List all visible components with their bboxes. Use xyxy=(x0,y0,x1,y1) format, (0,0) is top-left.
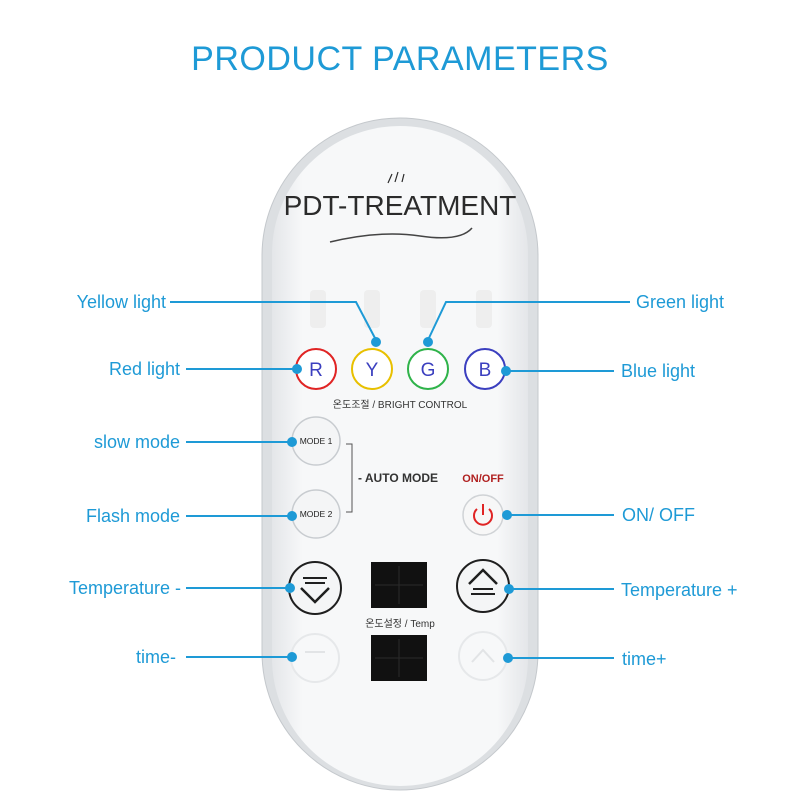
svg-text:B: B xyxy=(479,360,492,381)
green-button[interactable]: G xyxy=(407,348,449,390)
temp-label: 온도설정 / Temp xyxy=(365,618,435,630)
leader-dot-time-minus xyxy=(287,652,297,662)
power-button[interactable] xyxy=(462,494,504,536)
leader-yellow xyxy=(170,301,377,341)
chevron-down-icon xyxy=(300,577,330,604)
svg-text:R: R xyxy=(309,360,323,381)
svg-text:MODE 2: MODE 2 xyxy=(300,509,333,519)
callout-red-light: Red light xyxy=(108,359,180,379)
leader-dot-onoff xyxy=(502,510,512,520)
red-button[interactable]: R xyxy=(295,348,337,390)
auto-mode-label: - AUTO MODE xyxy=(358,471,438,485)
callout-lines xyxy=(170,301,630,663)
leader-dot-red xyxy=(292,364,302,374)
led-blue xyxy=(476,290,492,328)
callout-blue-light: Blue light xyxy=(621,361,696,381)
time-up-icon xyxy=(471,648,495,663)
svg-text:G: G xyxy=(421,360,436,381)
leader-dot-flash-mode xyxy=(287,511,297,521)
blue-button[interactable]: B xyxy=(464,348,506,390)
callout-temperature-plus: Temperature + xyxy=(621,580,738,600)
onoff-label: ON/OFF xyxy=(462,473,504,485)
leader-dot-blue xyxy=(501,366,511,376)
leader-dot-slow-mode xyxy=(287,437,297,447)
chevron-up-icon xyxy=(468,568,498,595)
callout-on-off: ON/ OFF xyxy=(622,505,695,525)
callout-flash-mode: Flash mode xyxy=(85,506,180,526)
leader-dot-temp-plus xyxy=(504,584,514,594)
svg-text:MODE 1: MODE 1 xyxy=(300,436,333,446)
page-title: PRODUCT PARAMETERS xyxy=(191,40,609,78)
led-yellow xyxy=(364,290,380,328)
leader-dot-yellow xyxy=(371,337,381,347)
time-up-button[interactable] xyxy=(458,631,508,681)
svg-text:Y: Y xyxy=(366,360,379,381)
callout-slow-mode: slow mode xyxy=(93,432,180,452)
led-red xyxy=(310,290,326,328)
yellow-button[interactable]: Y xyxy=(351,348,393,390)
leader-green xyxy=(427,301,630,341)
brand-rays-icon xyxy=(387,171,405,184)
brand-swoosh-icon xyxy=(329,227,473,243)
power-icon xyxy=(473,504,493,526)
callout-time-minus: time- xyxy=(136,647,176,667)
callout-temperature-minus: Temperature - xyxy=(68,578,181,598)
callout-yellow-light: Yellow light xyxy=(76,292,166,312)
leader-dot-temp-minus xyxy=(285,583,295,593)
brand-label: PDT-TREATMENT xyxy=(284,190,517,221)
callout-green-light: Green light xyxy=(636,292,725,312)
callout-time-plus: time+ xyxy=(622,649,667,669)
auto-mode-bracket xyxy=(346,443,353,513)
bright-control-label: 온도조절 / BRIGHT CONTROL xyxy=(333,398,468,411)
mode2-button[interactable]: MODE 2 xyxy=(291,489,341,539)
temp-down-button[interactable] xyxy=(288,561,342,615)
mode1-button[interactable]: MODE 1 xyxy=(291,416,341,466)
time-down-button[interactable] xyxy=(290,633,340,683)
leader-dot-green xyxy=(423,337,433,347)
leader-dot-time-plus xyxy=(503,653,513,663)
led-green xyxy=(420,290,436,328)
remote-face xyxy=(272,126,528,786)
temp-up-button[interactable] xyxy=(456,559,510,613)
